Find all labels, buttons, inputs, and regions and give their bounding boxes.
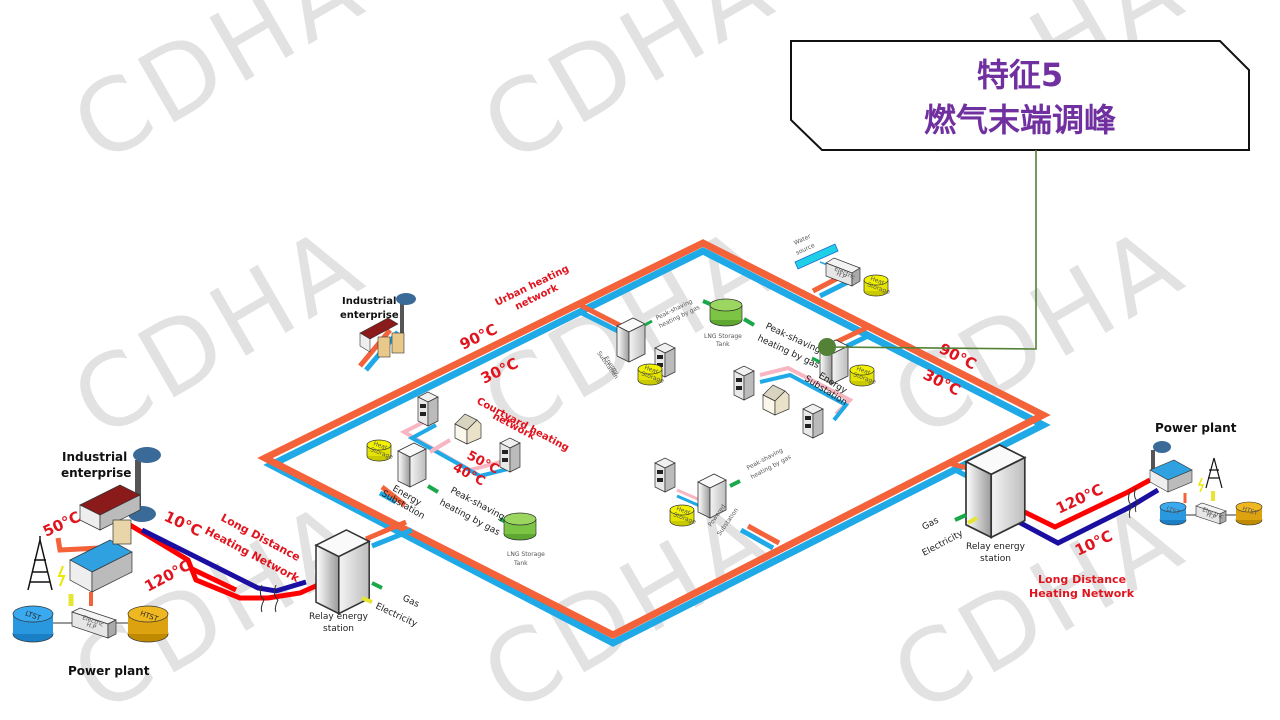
smoke-cloud-icon: [1153, 441, 1171, 453]
power-plant-label: Power plant: [68, 664, 150, 678]
heat-storage-label: Heat: [643, 364, 659, 376]
hp-label: H.P: [85, 621, 97, 631]
return-pipe-loop: [263, 247, 1051, 647]
transmission-tower-icon: [1205, 457, 1223, 489]
long-return-pipe: [998, 487, 1160, 546]
network-label: Long Distance: [1038, 573, 1126, 586]
lng-label: Tank: [513, 560, 528, 567]
factory-icon: [79, 484, 141, 531]
long-supply-pipe: [998, 477, 1152, 530]
electric-hp-box: Electric H.P: [71, 607, 117, 639]
relay-label: Relay energy: [966, 542, 1026, 552]
relay-label: station: [980, 554, 1011, 564]
temp-label: 50°C: [40, 508, 83, 541]
building-icon: [733, 365, 755, 401]
long-distance-network-left: [55, 522, 320, 601]
urban-heating-loop: [257, 239, 1051, 647]
heat-storage-label: Heat: [675, 505, 691, 517]
callout-marker: [818, 338, 836, 356]
water-source-cluster: Electric H.P Heat Storage Water source: [793, 233, 891, 297]
ltst-tank: LTST: [12, 605, 54, 643]
htst-tank: HTST: [1235, 501, 1263, 526]
ltst-label: LTST: [1165, 505, 1181, 516]
relay-label: station: [323, 624, 354, 634]
lightning-icon: [1197, 477, 1205, 493]
lng-tank-icon: [709, 298, 743, 327]
enterprise-label: enterprise: [61, 466, 131, 480]
long-return-pipe: [140, 527, 307, 594]
htst-tank: HTST: [127, 605, 169, 643]
gas-label: Gas: [921, 516, 941, 533]
ltst-tank: LTST: [1159, 501, 1187, 526]
transmission-tower-icon: [27, 536, 53, 591]
relay-label: Relay energy: [309, 612, 369, 622]
hp-label: H.P: [1205, 511, 1217, 521]
callout-subtitle: 燃气末端调峰: [924, 101, 1116, 139]
gas-label: Gas: [401, 594, 421, 610]
long-supply-pipe: [128, 522, 320, 601]
building-icon: [417, 391, 439, 427]
callout-box: [790, 40, 1250, 151]
watermark: CDHA: [54, 0, 385, 186]
left-relay-station: Relay energy station Gas Electricity: [309, 529, 421, 634]
callout-connector: [826, 150, 1037, 350]
top-industrial-enterprise: Industrial enterprise: [340, 293, 416, 358]
water-source-channel: [794, 243, 839, 270]
heat-storage-label: Heat: [372, 440, 388, 452]
feature-callout: 特征5 燃气末端调峰: [790, 40, 1250, 356]
enterprise-label: enterprise: [340, 310, 399, 321]
enterprise-label: Industrial: [342, 296, 396, 307]
hp-label: H.P: [835, 270, 847, 281]
courtyard-network-right: [759, 365, 854, 422]
powered-substation-cluster: Heat Storage Peak-shaving heating by gas…: [654, 447, 792, 537]
smoke-cloud-icon: [133, 447, 161, 463]
lng-label: LNG Storage: [704, 333, 742, 340]
right-substation-cluster: Heat Storage Peak-shaving heating by gas…: [733, 322, 877, 439]
right-power-plant: LTST Electric H.P HTST Power plant: [1149, 421, 1263, 526]
substation-box-icon: [397, 442, 427, 488]
lng-tank-icon: [503, 512, 537, 541]
callout-title: 特征5: [977, 56, 1063, 94]
electricity-label: Electricity: [921, 529, 966, 559]
supply-pipe-loop: [257, 239, 1051, 639]
courtyard-network-left: [399, 416, 513, 479]
building-icon: [499, 437, 521, 473]
plant-building-icon: [69, 519, 133, 593]
electric-hp-box: Electric H.P: [1195, 502, 1227, 525]
long-distance-network-right: [998, 477, 1160, 546]
smoke-cloud-icon: [396, 293, 416, 305]
building-icon: [802, 403, 824, 439]
building-icon: [654, 457, 676, 493]
watermark: CDHA: [464, 0, 795, 186]
network-label: Heating Network: [1029, 587, 1135, 600]
lng-label: LNG Storage: [507, 551, 545, 558]
power-plant-label: Power plant: [1155, 421, 1237, 435]
lng-label: Tank: [715, 341, 730, 348]
house-icon: [454, 413, 482, 445]
enterprise-label: Industrial: [62, 450, 127, 464]
temp-label: 10°C: [161, 507, 204, 540]
lightning-icon: [57, 565, 66, 587]
house-icon: [762, 384, 790, 416]
substation-box-icon: [616, 317, 646, 363]
heat-storage-label: Heat: [869, 275, 885, 287]
heat-storage-label: Heat: [855, 365, 871, 377]
branch-pipe: [358, 328, 392, 368]
